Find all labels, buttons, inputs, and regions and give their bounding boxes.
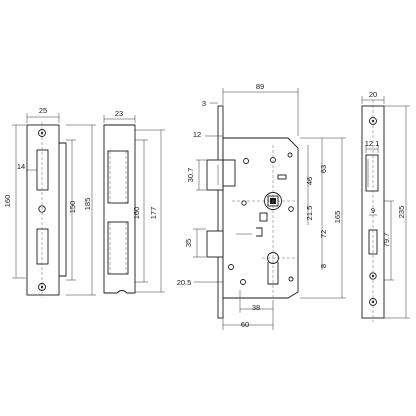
dim-3: 3	[202, 99, 206, 108]
strike-plate-outline	[26, 124, 60, 296]
strike-plate: 25 14 160 150 185	[3, 106, 96, 298]
dim-185: 185	[83, 198, 92, 211]
strike-bolt-opening	[36, 228, 49, 265]
dim-38: 38	[252, 303, 260, 312]
dim-63: 63	[319, 165, 328, 173]
dim-8: 8	[319, 264, 328, 268]
dim-160: 160	[3, 195, 12, 208]
latch-bolt	[206, 159, 224, 191]
dim-177: 177	[149, 207, 158, 220]
plate-two: 23 160 177	[103, 109, 165, 294]
faceplate-latch-slot	[365, 154, 379, 192]
dim-20: 20	[369, 90, 377, 99]
dim-165: 165	[333, 211, 342, 224]
dim-79-7: 79.7	[382, 233, 391, 248]
dim-46: 46	[305, 177, 314, 185]
dim-21-5: 21.5	[305, 206, 314, 221]
dim-23: 23	[115, 109, 123, 118]
dim-25: 25	[39, 106, 47, 115]
dead-bolt	[206, 230, 224, 258]
dim-30-7: 30.7	[186, 168, 195, 183]
dim-14: 14	[17, 162, 25, 171]
dim-235: 235	[397, 206, 406, 219]
lock-case	[222, 137, 299, 299]
lock-body: 89 3 12 30.7 46 63 21.5 72 8 165	[177, 82, 346, 330]
dim-20-5: 20.5	[177, 278, 192, 287]
dim-12: 12	[193, 130, 201, 139]
faceplate: 20 12.1 9 79.7 235	[361, 90, 410, 322]
plate-two-outline	[103, 124, 136, 294]
dim-35: 35	[184, 239, 193, 247]
lock-faceplate-edge	[217, 105, 224, 319]
dim-89: 89	[256, 82, 264, 91]
dim-150: 150	[68, 201, 77, 214]
dim-60: 60	[241, 320, 249, 329]
dim-160-b: 160	[132, 207, 141, 220]
dim-72: 72	[319, 230, 328, 238]
dim-12-1: 12.1	[365, 139, 380, 148]
dim-9: 9	[371, 206, 375, 215]
